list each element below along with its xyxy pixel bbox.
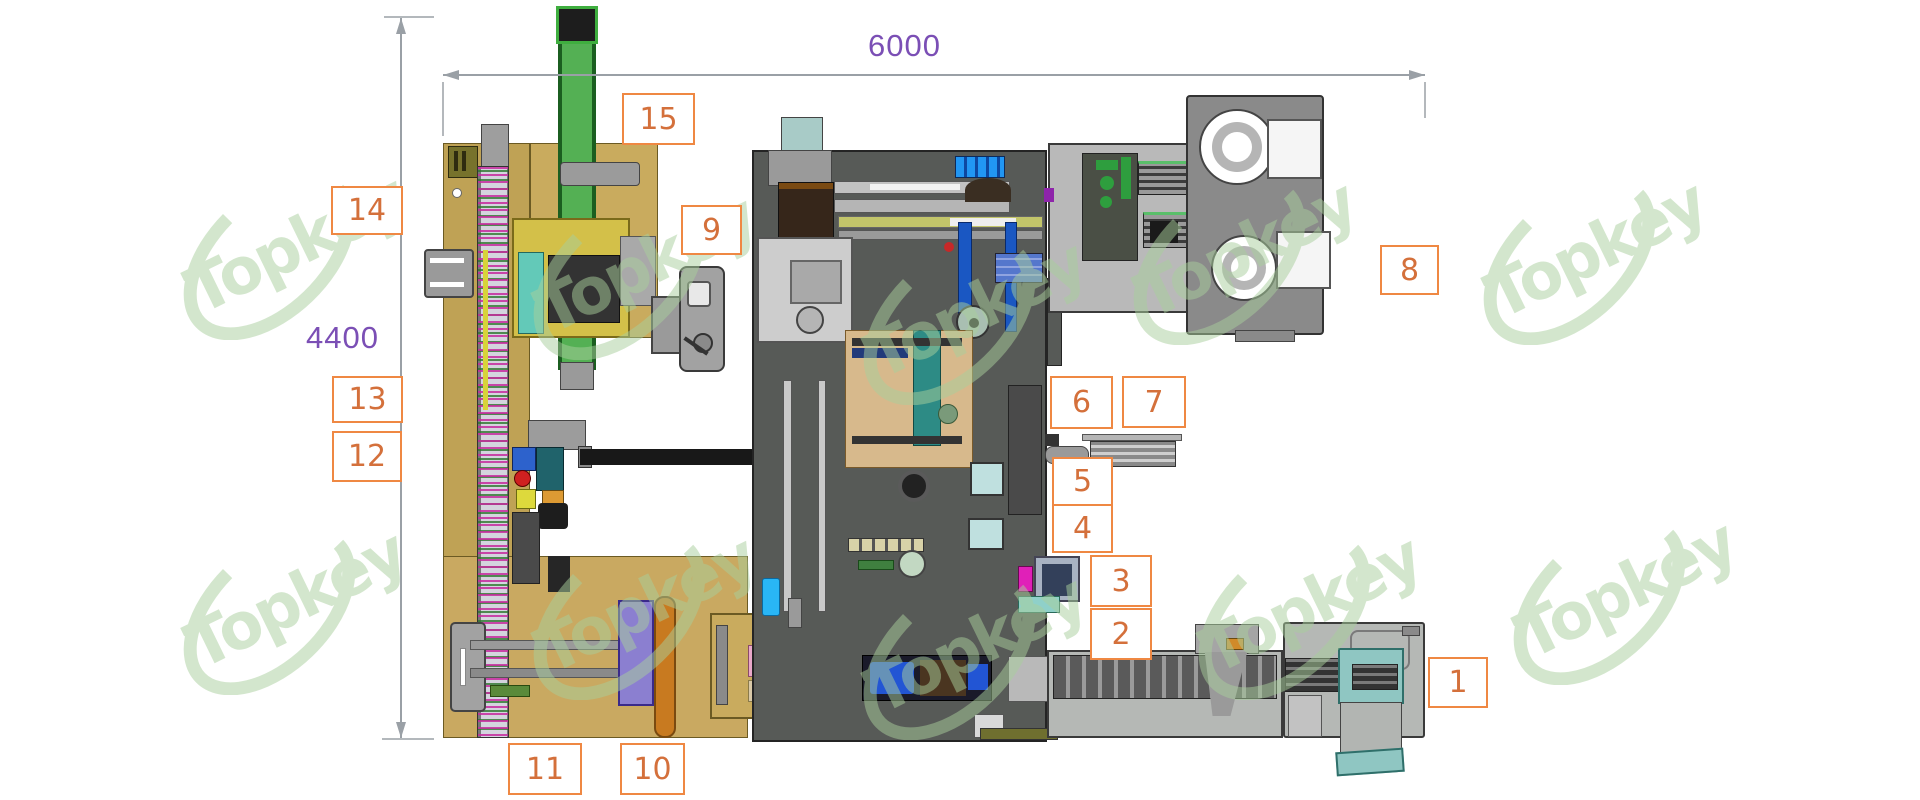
station8-green-bar [1121,157,1131,199]
pcb-connector-row-b [852,436,962,444]
nest-plate-a [970,462,1004,496]
station8-green-chip [1096,160,1118,170]
rail-top-1-shaft [870,184,960,190]
cylinder-array [995,253,1043,283]
bottom-blue-fixture-b [968,664,988,690]
bottom-blue-fixture-a [870,662,914,694]
station11-rail-b [470,668,620,678]
index-wheel-hub [969,318,979,328]
pcb-teal-strip [913,330,941,446]
handle-slots [430,258,464,263]
station11-slot [460,648,466,686]
station10-left-posts [716,625,728,705]
purple-bit [1044,188,1054,202]
camera-cylinder [538,503,568,529]
station8-green-dot-b [1100,196,1112,208]
turntable-2-core [1231,255,1257,281]
station1-chute-lip [1335,747,1405,777]
press-teal-panel [518,252,544,334]
station8-green-dot-a [1100,176,1114,190]
side-cylinder [1045,446,1089,464]
green-knob [938,404,958,424]
lane-top-cap [481,124,509,168]
xy-fixture-inner [790,260,842,304]
pcb-connector-row-a [852,338,962,346]
actuator-cluster [1008,385,1042,515]
bottom-brown-block [920,660,966,696]
tray-shelf-flange [1082,434,1182,441]
lane-yellow-strip [483,250,488,410]
small-black-unit [548,556,570,592]
blue-valve-bank [955,156,1005,178]
magazine-motor [1150,221,1178,243]
transfer-belt [580,449,752,465]
central-gray-protrusion [768,150,832,186]
dark-plate [512,512,540,584]
teal-outfeed-bar [1018,596,1060,613]
loader-tray-1 [1267,119,1322,179]
connector-panel-marks [454,151,458,171]
station11-gray-fixture [450,622,486,712]
tray-magazine-a [1138,161,1190,195]
magenta-unit [1018,566,1033,592]
blue-unit [512,447,536,471]
orange-pad [542,490,564,504]
elevator-conveyor-cap [556,6,598,44]
outfeed-fixture-inner [1042,564,1072,596]
xy-fixture-circle [796,306,824,334]
dark-motor-arc [965,178,1011,202]
station1-infeed-rows [1285,658,1343,692]
height-dimension-label: 4400 [306,320,379,355]
teal-unit [536,447,564,491]
station10-rotary-cylinder [654,596,676,738]
side-nub [1045,434,1059,446]
width-dimension-label: 6000 [868,28,941,63]
loader-tray-2 [1276,231,1331,289]
elevator-conveyor-foot [560,362,594,390]
vert-rail-a [783,380,792,612]
station8-bottom-tab [1235,330,1295,342]
connector-panel [448,146,478,178]
green-strip [858,560,894,570]
reject-chute-clamp [1226,638,1244,650]
terminal-row [848,538,924,552]
press-inner-die [548,255,620,323]
yellow-unit [516,489,536,509]
rail-carriage [788,598,802,628]
feeder-block-dark [778,182,834,244]
pcb-navy-chip [852,348,908,358]
central-teal-monitor [781,117,823,153]
station11-green-pad [490,685,530,697]
cyan-sensor [762,578,780,616]
station11-violet-fixture [618,600,654,706]
station11-rail-a [470,640,620,650]
station1-chute-window [1352,664,1398,690]
red-indicator [944,242,954,252]
speaker-circle [898,470,930,502]
transition-block [1008,656,1048,702]
handle-fixture [424,249,474,298]
station1-foot [1288,695,1322,737]
rail-top-3-shaft [950,218,1016,226]
red-button [514,470,531,487]
station1-chute-flap [1340,702,1402,754]
rail-top-2 [834,199,1010,213]
bearing-circle [898,550,926,578]
tray-shelf [1090,441,1176,467]
vert-rail-b [818,380,826,612]
turntable-1-core [1222,132,1252,162]
motor-unit [560,162,640,186]
station1-top-tab [1402,626,1420,636]
nest-plate-b [968,518,1004,550]
pendant-screen [687,281,711,307]
screw-hole [452,188,462,198]
